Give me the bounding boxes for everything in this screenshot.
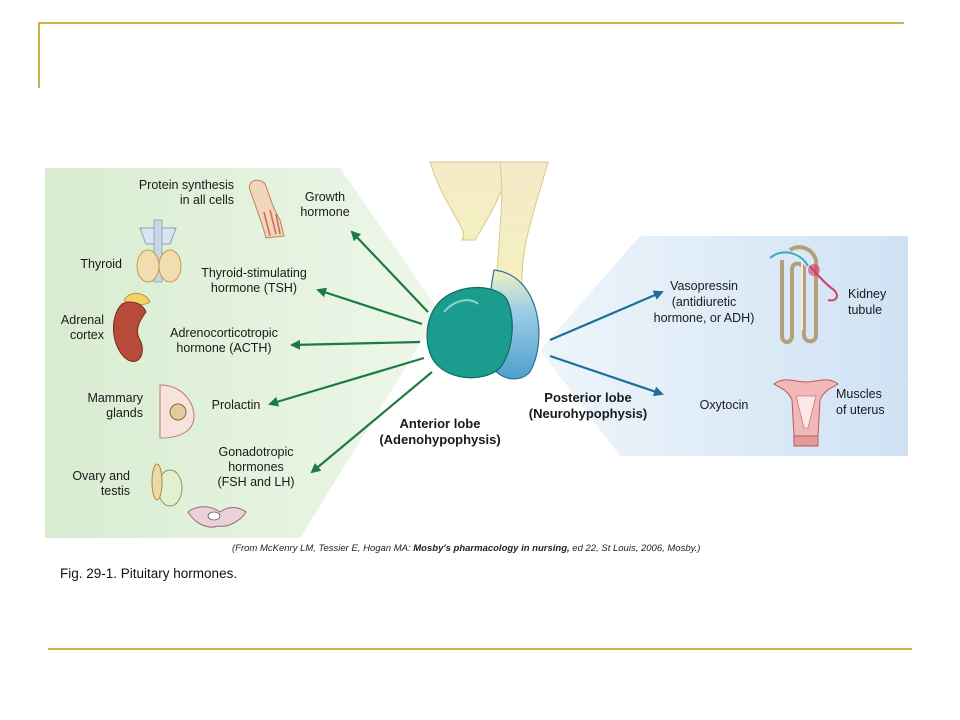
frame-bottom-line [48, 648, 912, 650]
anterior-hormone-label-3: Prolactin [212, 398, 261, 412]
credit-book: Mosby's pharmacology in nursing, [413, 543, 570, 554]
source-credit: (From McKenry LM, Tessier E, Hogan MA: M… [232, 543, 700, 554]
anterior-arrow-2 [290, 339, 421, 350]
anterior-target-label-1: Thyroid [80, 257, 122, 271]
bone-icon [248, 179, 285, 239]
pituitary-stalk [429, 161, 549, 291]
anterior-arrow-0 [350, 230, 429, 313]
posterior-arrow-0 [549, 290, 664, 342]
anterior-lobe-title: Anterior lobe(Adenohypophysis) [379, 416, 500, 447]
anterior-arrow-4 [310, 371, 433, 474]
ovary-testis-icon [151, 463, 247, 528]
anterior-arrow-3 [268, 356, 425, 407]
figure-caption: Fig. 29-1. Pituitary hormones. [60, 566, 238, 581]
mammary-gland-icon [159, 384, 195, 439]
uterus-icon [773, 379, 839, 447]
frame-left-line [38, 22, 40, 88]
posterior-panel [540, 236, 908, 456]
thyroid-icon [136, 219, 182, 283]
adrenal-kidney-icon [112, 293, 151, 362]
credit-suffix: ed 22, St Louis, 2006, Mosby.) [569, 543, 701, 554]
anterior-lobe [426, 286, 513, 379]
anterior-arrow-1 [316, 287, 423, 326]
posterior-hormone-label-1: Oxytocin [700, 398, 749, 412]
posterior-arrow-1 [549, 354, 664, 397]
credit-prefix: (From McKenry LM, Tessier E, Hogan MA: [232, 543, 414, 554]
kidney-tubule-icon [769, 245, 838, 344]
frame-top-line [40, 22, 904, 24]
posterior-lobe-title: Posterior lobe(Neurohypophysis) [529, 390, 647, 421]
